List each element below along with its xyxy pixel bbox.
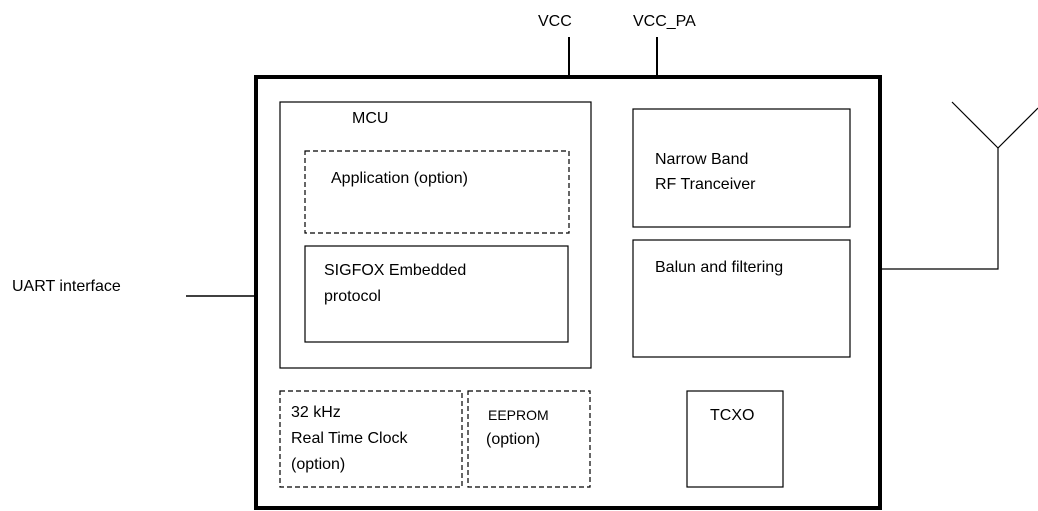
rf-transceiver-line1: Narrow Band: [655, 151, 748, 168]
sigfox-protocol-line2: protocol: [324, 288, 381, 305]
sigfox-protocol-line1: SIGFOX Embedded: [324, 262, 466, 279]
mcu-box: [279, 101, 592, 369]
module-outer-box: [254, 75, 882, 510]
sigfox-protocol-box: [304, 245, 569, 343]
rf-transceiver-box: [632, 108, 851, 228]
eeprom-line1: EEPROM: [488, 407, 549, 423]
uart-interface-label: UART interface: [12, 278, 121, 295]
rtc-box: [279, 390, 463, 488]
balun-filtering-label: Balun and filtering: [655, 259, 783, 276]
antenna-feed-line: [880, 148, 999, 270]
rtc-line3: (option): [291, 456, 345, 473]
rtc-line1: 32 kHz: [291, 404, 341, 421]
application-box: [304, 150, 570, 234]
antenna-icon: [951, 101, 1038, 149]
rf-transceiver-line2: RF Tranceiver: [655, 176, 756, 193]
tcxo-label: TCXO: [710, 407, 754, 424]
vcc-pa-label: VCC_PA: [633, 13, 696, 30]
application-label: Application (option): [331, 170, 468, 187]
mcu-title: MCU: [352, 110, 388, 127]
tcxo-box: [686, 390, 784, 488]
eeprom-line2: (option): [486, 431, 540, 448]
rtc-line2: Real Time Clock: [291, 430, 408, 447]
vcc-label: VCC: [538, 13, 572, 30]
balun-filtering-box: [632, 239, 851, 358]
eeprom-box: [467, 390, 591, 488]
